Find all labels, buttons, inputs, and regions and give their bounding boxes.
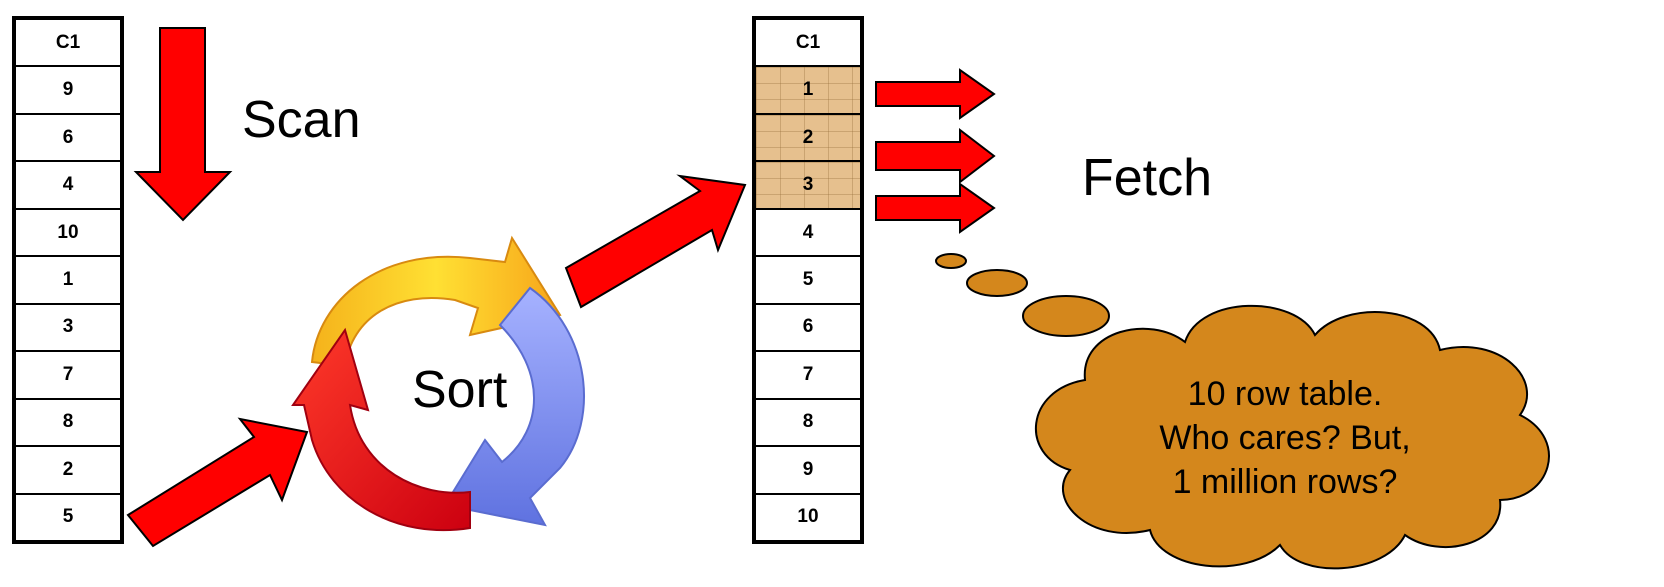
table-cell: 4 [756,210,860,258]
fetch-arrow-row-3 [875,182,996,234]
thought-cloud [1035,304,1550,570]
fetch-arrow-row-1 [875,68,996,120]
table-cell: 6 [16,115,120,163]
highlighted-cell: 2 [756,114,860,163]
sort-label: Sort [412,361,508,419]
cloud-line: 1 million rows? [1172,463,1398,501]
table-cell: 5 [62,506,74,528]
table-cell: 5 [756,257,860,305]
column-header: C1 [16,20,120,68]
column-header: C1 [756,20,860,68]
fetch-label: Fetch [1082,149,1213,207]
thought-cloud-text: 10 row table. Who cares? But, 1 million … [1125,372,1445,504]
table-cell: 10 [797,506,819,528]
table-cell: 10 [16,210,120,258]
table-cell: 3 [16,305,120,353]
table-cell: 9 [16,67,120,115]
table-cell: 8 [756,400,860,448]
table-cell: 9 [756,447,860,495]
table-cell: 7 [756,352,860,400]
highlighted-cell: 3 [756,162,860,210]
cloud-line: Who cares? But, [1159,419,1411,457]
scan-to-sort-arrow [126,417,309,548]
table-cell: 6 [756,305,860,353]
highlighted-cell: 1 [756,67,860,115]
sorted-column-table: C1 1 2 3 4 5 6 7 8 9 10 [752,16,864,544]
thought-bubbles [935,253,1110,337]
cloud-line: 10 row table. [1187,375,1383,413]
table-cell: 2 [16,447,120,495]
table-cell: 8 [16,400,120,448]
table-cell: 4 [16,162,120,210]
scan-arrow [133,27,233,222]
sort-to-fetch-arrow [564,174,747,309]
fetch-arrows [875,68,996,234]
table-cell: 1 [16,257,120,305]
fetch-arrow-row-2 [875,127,996,185]
unsorted-column-table: C1 9 6 4 10 1 3 7 8 2 5 [12,16,124,544]
sort-cycle-icon [291,235,585,532]
table-cell: 7 [16,352,120,400]
scan-label: Scan [242,91,361,149]
